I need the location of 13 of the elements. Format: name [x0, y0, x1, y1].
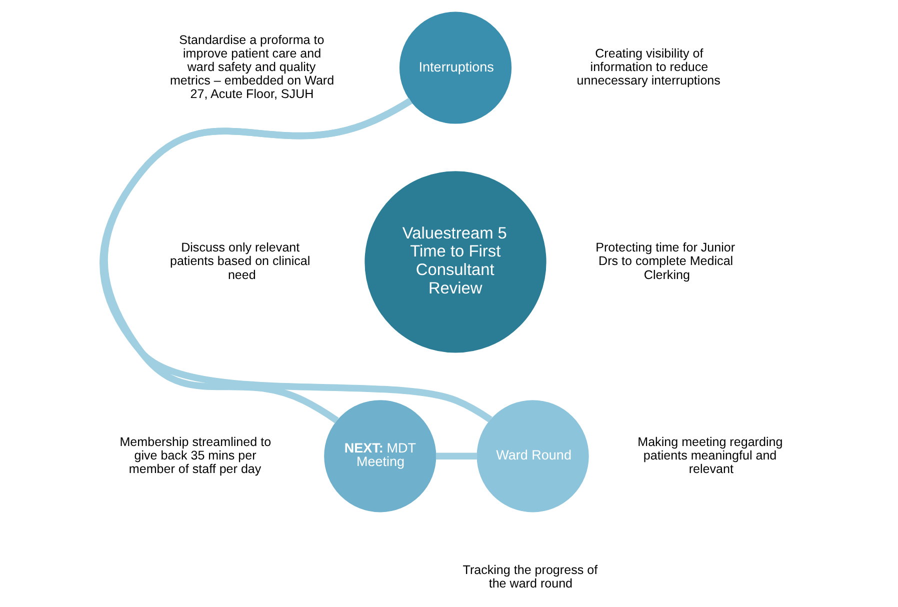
node-circle: Interruptions [399, 12, 512, 124]
label: Discuss only relevant patients based on clinical need [170, 240, 310, 282]
label: Creating visibility of information to reduce unnecessary interruptions [576, 46, 720, 88]
node-circle: Valuestream 5 Time to First Consultant Review [364, 171, 546, 353]
node-circle: Ward Round [476, 400, 589, 512]
label: Making meeting regarding patients meaningful and relevant [638, 434, 783, 476]
connector [100, 98, 492, 422]
label: Membership streamlined to give back 35 mins per member of staff per day [120, 434, 272, 476]
node-circle: NEXT: MDT Meeting [324, 400, 436, 512]
connector [436, 452, 478, 460]
label: Standardise a proforma to improve patient care and ward safety and quality metrics – embedded on Ward 27, Acute Floor, SJUH [170, 32, 334, 102]
label: Tracking the progress of the ward round [462, 562, 598, 590]
label: Protecting time for Junior Drs to complete Medical Clerking [596, 240, 736, 282]
